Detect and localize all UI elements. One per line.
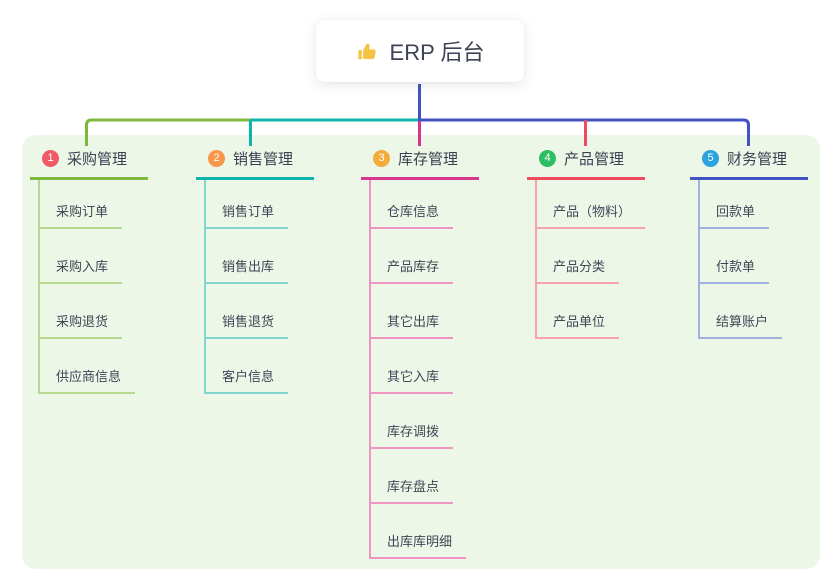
child-label: 结算账户: [700, 311, 783, 339]
branch-number-badge: 5: [702, 150, 719, 167]
child-label: 仓库信息: [371, 201, 454, 229]
branch-number-badge: 3: [373, 150, 390, 167]
root-label: ERP 后台: [389, 40, 485, 65]
child-node[interactable]: 采购订单: [40, 180, 148, 229]
children-list: 采购订单 采购入库 采购退货 供应商信息: [38, 180, 148, 394]
child-node[interactable]: 销售出库: [206, 229, 314, 284]
branch-node-product[interactable]: 4 产品管理: [527, 148, 645, 180]
child-label: 回款单: [700, 201, 770, 229]
child-node[interactable]: 其它出库: [371, 284, 479, 339]
child-node[interactable]: 出库库明细: [371, 504, 479, 559]
child-node[interactable]: 结算账户: [700, 284, 808, 339]
branch-label: 库存管理: [398, 151, 459, 168]
child-node[interactable]: 产品（物料）: [537, 180, 646, 229]
child-node[interactable]: 产品单位: [537, 284, 645, 339]
children-list: 销售订单 销售出库 销售退货 客户信息: [204, 180, 314, 394]
child-node[interactable]: 销售退货: [206, 284, 314, 339]
child-node[interactable]: 产品库存: [371, 229, 479, 284]
child-label: 产品单位: [537, 311, 620, 339]
root-node[interactable]: ERP 后台: [316, 20, 524, 82]
child-node[interactable]: 库存调拨: [371, 394, 479, 449]
child-label: 产品（物料）: [537, 201, 646, 229]
child-node[interactable]: 供应商信息: [40, 339, 148, 394]
branch-group-product: 4 产品管理 产品（物料） 产品分类 产品单位: [527, 148, 646, 339]
child-node[interactable]: 其它入库: [371, 339, 479, 394]
children-list: 产品（物料） 产品分类 产品单位: [535, 180, 646, 339]
child-label: 出库库明细: [371, 531, 467, 559]
child-node[interactable]: 付款单: [700, 229, 808, 284]
child-label: 产品分类: [537, 256, 620, 284]
branches-panel: [22, 135, 820, 569]
child-label: 供应商信息: [40, 366, 136, 394]
child-label: 库存调拨: [371, 421, 454, 449]
child-label: 客户信息: [206, 366, 289, 394]
child-node[interactable]: 采购退货: [40, 284, 148, 339]
child-node[interactable]: 销售订单: [206, 180, 314, 229]
branch-number-badge: 1: [42, 150, 59, 167]
child-label: 销售订单: [206, 201, 289, 229]
child-label: 其它入库: [371, 366, 454, 394]
child-node[interactable]: 库存盘点: [371, 449, 479, 504]
branch-label: 产品管理: [564, 151, 625, 168]
thumbs-up-icon: [356, 40, 379, 63]
branch-node-finance[interactable]: 5 财务管理: [690, 148, 808, 180]
branch-number-badge: 2: [208, 150, 225, 167]
child-node[interactable]: 采购入库: [40, 229, 148, 284]
branch-group-finance: 5 财务管理 回款单 付款单 结算账户: [690, 148, 808, 339]
child-label: 采购订单: [40, 201, 123, 229]
branch-node-sales[interactable]: 2 销售管理: [196, 148, 314, 180]
child-label: 产品库存: [371, 256, 454, 284]
child-label: 付款单: [700, 256, 770, 284]
child-label: 其它出库: [371, 311, 454, 339]
child-node[interactable]: 回款单: [700, 180, 808, 229]
branch-group-inventory: 3 库存管理 仓库信息 产品库存 其它出库 其它入库 库存调拨 库存盘点 出库库…: [361, 148, 479, 559]
child-node[interactable]: 仓库信息: [371, 180, 479, 229]
child-label: 采购入库: [40, 256, 123, 284]
child-node[interactable]: 产品分类: [537, 229, 645, 284]
branch-group-purchase: 1 采购管理 采购订单 采购入库 采购退货 供应商信息: [30, 148, 148, 394]
branch-label: 财务管理: [727, 151, 788, 168]
branch-node-purchase[interactable]: 1 采购管理: [30, 148, 148, 180]
branch-label: 销售管理: [233, 151, 294, 168]
branch-number-badge: 4: [539, 150, 556, 167]
branch-group-sales: 2 销售管理 销售订单 销售出库 销售退货 客户信息: [196, 148, 314, 394]
child-label: 销售退货: [206, 311, 289, 339]
child-node[interactable]: 客户信息: [206, 339, 314, 394]
branch-label: 采购管理: [67, 151, 128, 168]
child-label: 库存盘点: [371, 476, 454, 504]
children-list: 仓库信息 产品库存 其它出库 其它入库 库存调拨 库存盘点 出库库明细: [369, 180, 479, 559]
children-list: 回款单 付款单 结算账户: [698, 180, 808, 339]
child-label: 采购退货: [40, 311, 123, 339]
branch-node-inventory[interactable]: 3 库存管理: [361, 148, 479, 180]
child-label: 销售出库: [206, 256, 289, 284]
